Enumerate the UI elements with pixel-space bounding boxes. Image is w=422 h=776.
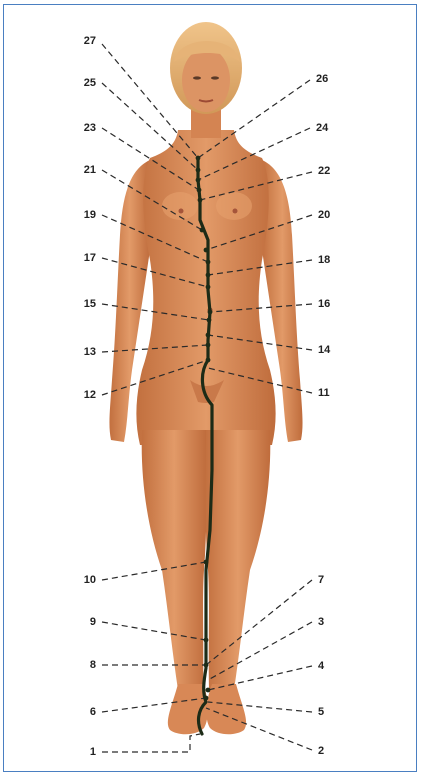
point-label-10: 10 bbox=[84, 574, 96, 586]
point-label-16: 16 bbox=[318, 298, 330, 310]
left-breast bbox=[162, 192, 198, 220]
point-label-26: 26 bbox=[316, 73, 328, 85]
point-label-7: 7 bbox=[318, 574, 324, 586]
point-label-23: 23 bbox=[84, 122, 96, 134]
acupoint-dot bbox=[204, 248, 209, 253]
point-label-24: 24 bbox=[316, 122, 329, 134]
acupoint-dot bbox=[198, 198, 203, 203]
point-label-3: 3 bbox=[318, 616, 324, 628]
point-label-20: 20 bbox=[318, 209, 330, 221]
acupoint-dot bbox=[206, 285, 211, 290]
acupoint-dot bbox=[206, 273, 211, 278]
right-foot bbox=[206, 684, 246, 734]
right-leg bbox=[206, 430, 271, 690]
acupoint-dot bbox=[197, 188, 202, 193]
point-label-9: 9 bbox=[90, 616, 96, 628]
acupoint-dot bbox=[204, 638, 209, 643]
point-label-12: 12 bbox=[84, 389, 96, 401]
acupoint-dot bbox=[196, 168, 201, 173]
point-label-17: 17 bbox=[84, 252, 96, 264]
right-nipple bbox=[233, 209, 238, 214]
point-label-1: 1 bbox=[90, 746, 96, 758]
leader-line-1 bbox=[102, 734, 200, 752]
right-breast bbox=[216, 192, 252, 220]
acupoint-dot bbox=[208, 310, 213, 315]
right-eye bbox=[211, 76, 219, 79]
acupoint-dot bbox=[204, 560, 209, 565]
point-label-11: 11 bbox=[318, 387, 330, 399]
left-nipple bbox=[179, 209, 184, 214]
acupoint-dot bbox=[207, 318, 212, 323]
point-label-4: 4 bbox=[318, 660, 325, 672]
acupoint-dot bbox=[206, 688, 211, 693]
point-label-21: 21 bbox=[84, 164, 96, 176]
acupoint-dot bbox=[196, 178, 201, 183]
point-label-22: 22 bbox=[318, 165, 330, 177]
left-eye bbox=[193, 76, 201, 79]
point-label-25: 25 bbox=[84, 77, 96, 89]
acupoint-dot bbox=[204, 696, 209, 701]
acupoint-dot bbox=[206, 333, 211, 338]
point-label-19: 19 bbox=[84, 209, 96, 221]
acupoint-dot bbox=[206, 260, 211, 265]
point-label-2: 2 bbox=[318, 745, 324, 757]
point-label-13: 13 bbox=[84, 346, 96, 358]
point-label-6: 6 bbox=[90, 706, 96, 718]
point-label-15: 15 bbox=[84, 298, 96, 310]
acupoint-dot bbox=[196, 156, 201, 161]
point-label-18: 18 bbox=[318, 254, 330, 266]
point-label-14: 14 bbox=[318, 344, 331, 356]
point-label-5: 5 bbox=[318, 706, 324, 718]
point-label-27: 27 bbox=[84, 35, 96, 47]
acupoint-dot bbox=[206, 343, 211, 348]
point-label-8: 8 bbox=[90, 659, 96, 671]
acupoint-dot bbox=[204, 663, 209, 668]
acupoint-dot bbox=[206, 358, 211, 363]
left-leg bbox=[142, 430, 207, 690]
acupoint-dot bbox=[200, 228, 205, 233]
